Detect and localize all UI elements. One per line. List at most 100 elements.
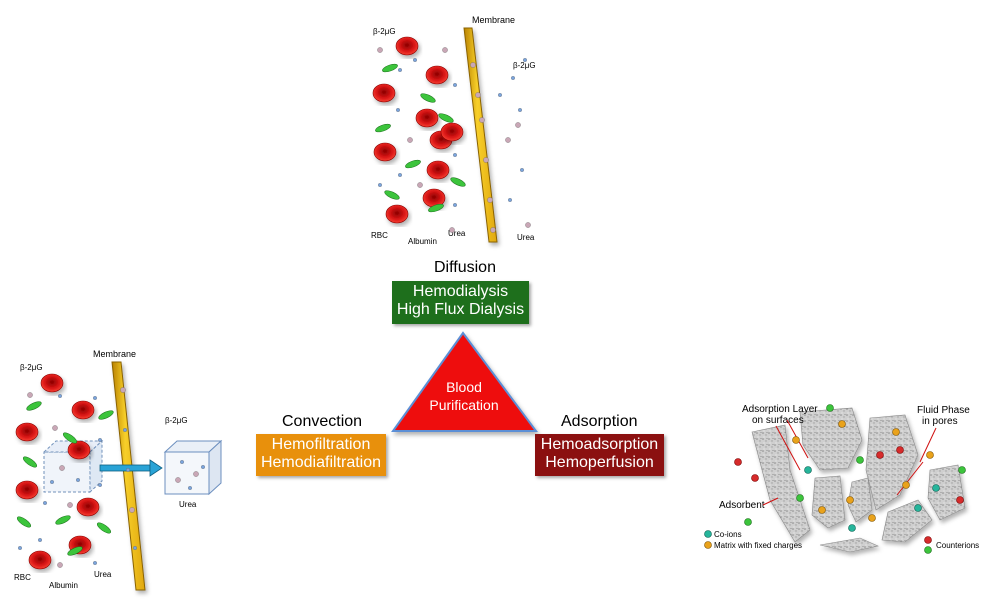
solute-particle-icon — [377, 47, 383, 53]
solute-particle-icon — [483, 157, 489, 163]
red-blood-cell-icon — [372, 83, 396, 103]
solute-particle-icon — [188, 486, 192, 490]
red-blood-cell-icon — [426, 160, 450, 180]
diffusion-figure: Membrane β-2μG β-2μG RBC Albumin Urea Ur… — [371, 15, 536, 246]
fixed-charge-icon — [818, 506, 826, 514]
fixed-charge-icon — [846, 496, 854, 504]
coion-icon — [804, 466, 812, 474]
albumin-icon — [382, 63, 398, 73]
adsorbent-label: Adsorbent — [719, 500, 765, 511]
counterion-icon — [924, 536, 932, 544]
solute-particle-icon — [442, 47, 448, 53]
albumin-icon — [438, 113, 454, 123]
red-blood-cell-icon — [373, 142, 397, 162]
red-blood-cell-icon — [395, 36, 419, 56]
adsorption-methods-box: Hemoadsorption Hemoperfusion — [535, 434, 664, 476]
diffusion-method-2: High Flux Dialysis — [396, 301, 525, 318]
convection-flow-arrow — [99, 459, 163, 477]
convection-membrane-icon — [111, 361, 146, 591]
solute-particle-icon — [98, 483, 102, 487]
solute-particle-icon — [453, 83, 457, 87]
counterion-icon — [924, 546, 932, 554]
albumin-icon — [67, 546, 83, 556]
red-blood-cell-icon — [15, 422, 39, 442]
albumin-icon — [384, 190, 400, 200]
solute-particle-icon — [133, 546, 137, 550]
diffusion-membrane-label: Membrane — [472, 15, 515, 25]
red-blood-cell-icon — [415, 108, 439, 128]
albumin-icon — [428, 203, 444, 213]
coion-icon — [704, 530, 712, 538]
adsorption-legend: Co-ions Matrix with fixed charges Counte… — [704, 530, 979, 554]
fixed-charge-icon — [704, 541, 712, 549]
solute-particle-icon — [523, 58, 527, 62]
counterion-icon — [896, 446, 904, 454]
red-blood-cell-icon — [15, 480, 39, 500]
coions-legend-label: Co-ions — [714, 530, 742, 539]
coion-icon — [848, 524, 856, 532]
counterion-icon — [856, 456, 864, 464]
solute-particle-icon — [525, 222, 531, 228]
solute-particle-icon — [453, 153, 457, 157]
convection-urea-left-label: Urea — [94, 570, 112, 579]
counterion-icon — [744, 518, 752, 526]
solute-particle-icon — [58, 394, 62, 398]
solute-particle-icon — [50, 480, 54, 484]
coion-icon — [914, 504, 922, 512]
counterion-icon — [876, 451, 884, 459]
diffusion-methods-box: Hemodialysis High Flux Dialysis — [392, 281, 529, 324]
albumin-icon — [98, 410, 114, 420]
adsorption-layer-label-2: on surfaces — [752, 415, 804, 426]
solute-particle-icon — [470, 62, 476, 68]
fixed-charge-icon — [868, 514, 876, 522]
red-blood-cell-icon — [425, 65, 449, 85]
counterion-icon — [734, 458, 742, 466]
convection-methods-box: Hemofiltration Hemodiafiltration — [256, 434, 386, 476]
solute-particle-icon — [201, 465, 205, 469]
albumin-icon — [16, 516, 32, 528]
solute-particle-icon — [520, 168, 524, 172]
red-blood-cell-icon — [440, 122, 464, 142]
convection-membrane-label: Membrane — [93, 349, 136, 359]
convection-albumin-label: Albumin — [49, 581, 78, 590]
solute-particle-icon — [505, 137, 511, 143]
triangle-line-1: Blood — [446, 379, 482, 395]
solute-particle-icon — [398, 68, 402, 72]
convection-method-1: Hemofiltration — [271, 436, 371, 453]
solute-particle-icon — [475, 92, 481, 98]
convection-b2m-box-label: β-2μG — [165, 416, 188, 425]
albumin-icon — [96, 522, 112, 534]
convection-urea-box-label: Urea — [179, 500, 197, 509]
albumin-icon — [55, 515, 71, 525]
fixed-charge-icon — [926, 451, 934, 459]
red-blood-cell-icon — [385, 204, 409, 224]
solute-particle-icon — [126, 468, 130, 472]
convection-figure: Membrane β-2μG β-2μG RBC Albumin Urea Ur… — [14, 349, 223, 591]
solute-particle-icon — [67, 502, 73, 508]
solute-particle-icon — [193, 471, 199, 477]
diffusion-urea-right-label: Urea — [517, 233, 535, 242]
solute-particle-icon — [511, 76, 515, 80]
solute-particle-icon — [98, 438, 102, 442]
solute-particle-icon — [180, 460, 184, 464]
diffusion-method-1: Hemodialysis — [412, 283, 509, 300]
fixed-charge-icon — [902, 481, 910, 489]
albumin-icon — [26, 401, 42, 411]
counterion-icon — [956, 496, 964, 504]
counterion-icon — [751, 474, 759, 482]
solute-particle-icon — [449, 227, 455, 233]
solute-particle-icon — [378, 183, 382, 187]
albumin-icon — [450, 177, 466, 187]
solute-particle-icon — [413, 58, 417, 62]
solute-particle-icon — [518, 108, 522, 112]
coion-icon — [932, 484, 940, 492]
red-blood-cell-icon — [76, 497, 100, 517]
solute-particle-icon — [93, 396, 97, 400]
fluid-phase-label-1: Fluid Phase — [917, 405, 970, 416]
convection-b2m-left-label: β-2μG — [20, 363, 43, 372]
albumin-icon — [405, 159, 421, 169]
convection-particles — [15, 373, 205, 570]
solute-particle-icon — [27, 392, 33, 398]
solute-particle-icon — [398, 173, 402, 177]
solute-particle-icon — [59, 465, 65, 471]
